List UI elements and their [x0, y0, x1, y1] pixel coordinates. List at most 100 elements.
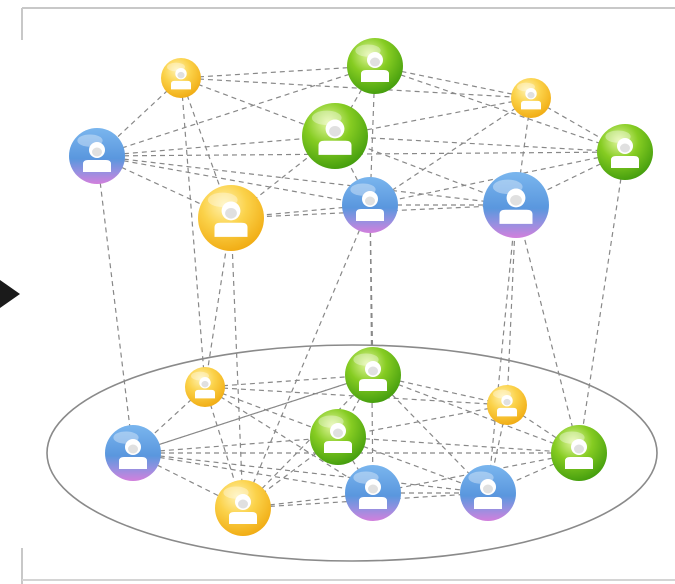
nodes-group — [69, 38, 653, 536]
person-body — [474, 497, 502, 509]
person-head — [325, 119, 345, 139]
lower-layer-ellipse — [46, 344, 658, 562]
edge-u9-l9 — [487, 204, 517, 494]
user-node-l7-yellow-icon — [215, 480, 271, 536]
person-face — [201, 380, 209, 388]
edge-u7-l7 — [230, 217, 244, 509]
edge-u7-u9 — [230, 204, 517, 219]
person-body — [214, 222, 248, 237]
person-body — [229, 512, 257, 524]
user-node-l4-blue-icon — [105, 425, 161, 481]
person-head — [89, 142, 105, 158]
person-body — [361, 70, 389, 82]
arrow-pointer-icon — [0, 280, 20, 308]
person-body — [119, 457, 147, 469]
user-node-u3-yellow-icon — [511, 78, 551, 118]
person-body — [497, 407, 517, 417]
person-head — [362, 191, 378, 207]
person-face — [620, 143, 630, 153]
edge-l2-l6 — [372, 374, 580, 454]
person-body — [359, 497, 387, 509]
edge-u6-l6 — [578, 151, 626, 454]
person-face — [92, 147, 102, 157]
user-node-u5-green-icon — [302, 103, 368, 169]
edge-u4-l4 — [96, 155, 134, 454]
edge-u3-u5 — [334, 97, 532, 137]
person-body — [356, 209, 384, 221]
person-body — [521, 100, 541, 110]
user-node-u6-green-icon — [597, 124, 653, 180]
edge-u9-l3 — [506, 204, 517, 406]
person-face — [510, 194, 522, 206]
user-node-l9-blue-icon — [460, 465, 516, 521]
person-face — [527, 91, 535, 99]
edge-u4-u9 — [96, 155, 517, 206]
edge-l7-l2 — [242, 374, 374, 509]
person-face — [238, 499, 248, 509]
person-face — [368, 484, 378, 494]
person-head — [365, 479, 381, 495]
person-body — [499, 209, 533, 224]
person-head — [199, 377, 211, 389]
edge-l4-l9 — [132, 452, 489, 494]
edge-u5-u6 — [334, 135, 626, 153]
user-node-l5-green-icon — [310, 409, 366, 465]
person-body — [565, 457, 593, 469]
person-body — [359, 379, 387, 391]
person-body — [83, 160, 111, 172]
edge-l4-l5 — [132, 436, 339, 454]
person-face — [329, 125, 341, 137]
person-face — [574, 444, 584, 454]
edge-l1-l2 — [204, 374, 374, 388]
edge-u8-l2 — [369, 204, 374, 376]
person-head — [221, 201, 241, 221]
edge-u8-l7 — [242, 204, 371, 509]
edge-u4-u5 — [96, 135, 336, 157]
user-node-l8-blue-icon — [345, 465, 401, 521]
user-node-u2-green-icon — [347, 38, 403, 94]
person-face — [128, 444, 138, 454]
edge-l7-l9 — [242, 492, 489, 509]
person-body — [611, 156, 639, 168]
user-node-l3-yellow-icon — [487, 385, 527, 425]
edge-u1-l1 — [180, 77, 206, 388]
person-head — [365, 361, 381, 377]
edge-l4-l8 — [132, 452, 374, 494]
edge-l3-l5 — [337, 404, 508, 438]
person-face — [370, 57, 380, 67]
user-node-u4-blue-icon — [69, 128, 125, 184]
person-body — [171, 80, 191, 90]
person-head — [617, 138, 633, 154]
user-node-u9-blue-icon — [483, 172, 549, 238]
person-body — [195, 389, 215, 399]
person-head — [480, 479, 496, 495]
person-body — [324, 441, 352, 453]
frame — [21, 7, 675, 584]
person-face — [333, 428, 343, 438]
edge-l1-l3 — [204, 386, 508, 406]
edge-l1-l8 — [204, 386, 374, 494]
person-face — [365, 196, 375, 206]
person-head — [175, 68, 187, 80]
edge-u1-u7 — [180, 77, 232, 219]
user-node-u7-yellow-icon — [198, 185, 264, 251]
edge-u9-l6 — [515, 204, 580, 454]
edge-l5-l6 — [337, 436, 580, 454]
person-face — [483, 484, 493, 494]
edge-l6-l8 — [372, 452, 580, 494]
person-head — [501, 395, 513, 407]
user-node-l1-yellow-icon — [185, 367, 225, 407]
person-face — [503, 398, 511, 406]
person-face — [225, 207, 237, 219]
edge-l4-l2 — [132, 374, 374, 454]
user-node-l2-green-icon — [345, 347, 401, 403]
user-node-u1-yellow-icon — [161, 58, 201, 98]
person-head — [506, 188, 526, 208]
user-node-l6-green-icon — [551, 425, 607, 481]
person-head — [571, 439, 587, 455]
edge-u1-u2 — [180, 65, 376, 79]
person-head — [235, 494, 251, 510]
edge-u2-u6 — [374, 65, 626, 153]
